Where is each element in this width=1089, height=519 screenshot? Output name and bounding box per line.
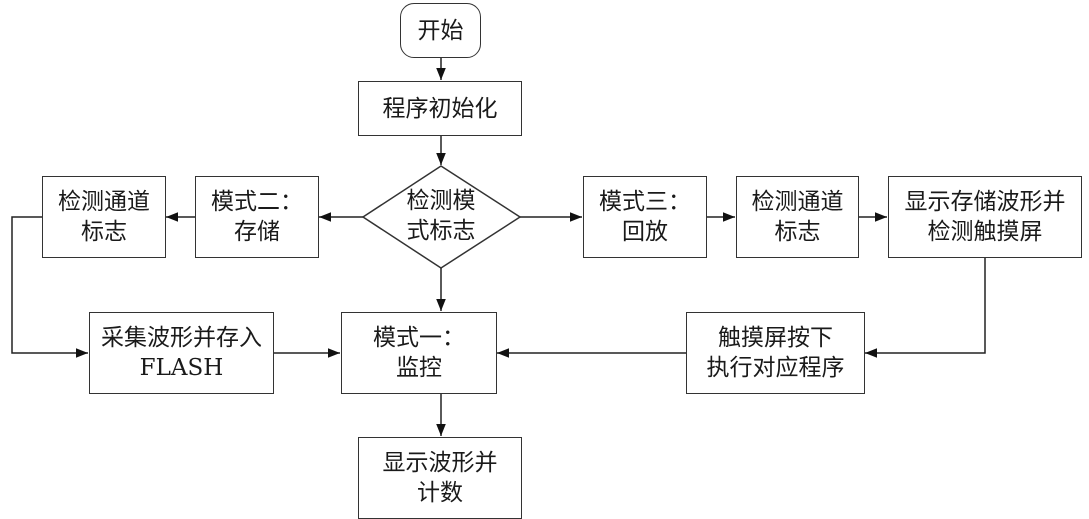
mode1-label-line2: 监控: [396, 355, 442, 381]
collect-label-line1: 采集波形并存入: [101, 325, 262, 351]
mode2-node: 模式二： 存储: [195, 176, 319, 258]
decision-node: 检测模 式标志: [391, 186, 491, 246]
touch-node: 触摸屏按下 执行对应程序: [686, 312, 865, 394]
mode2-label-line1: 模式二：: [211, 189, 303, 215]
show-stored-label-line1: 显示存储波形并: [904, 189, 1066, 215]
arrow-channel-left-to-collect: [11, 216, 88, 358]
start-label: 开始: [417, 17, 464, 44]
channel-left-label-line1: 检测通道: [58, 189, 150, 215]
mode1-node: 模式一： 监控: [341, 312, 497, 394]
display-label-line2: 计数: [417, 480, 463, 506]
mode3-label-line2: 回放: [622, 219, 668, 245]
decision-label-line2: 式标志: [406, 218, 476, 244]
collect-label-line2: FLASH: [139, 355, 224, 381]
mode3-label-line1: 模式三：: [599, 189, 691, 215]
channel-left-node: 检测通道 标志: [42, 176, 166, 258]
collect-node: 采集波形并存入 FLASH: [89, 312, 274, 394]
display-node: 显示波形并 计数: [358, 437, 522, 519]
touch-label-line2: 执行对应程序: [706, 355, 845, 381]
mode3-node: 模式三： 回放: [583, 176, 707, 258]
show-stored-label-line2: 检测触摸屏: [927, 219, 1043, 245]
channel-left-label-line2: 标志: [81, 219, 127, 245]
mode1-label-line1: 模式一：: [373, 325, 465, 351]
decision-label-line1: 检测模: [406, 188, 476, 214]
touch-label-line1: 触摸屏按下: [718, 325, 833, 351]
channel-right-label-line2: 标志: [774, 219, 821, 245]
init-node: 程序初始化: [358, 81, 522, 136]
channel-right-node: 检测通道 标志: [736, 176, 859, 258]
arrow-show-stored-to-touch: [865, 258, 986, 358]
start-node: 开始: [400, 3, 481, 58]
show-stored-node: 显示存储波形并 检测触摸屏: [888, 176, 1082, 258]
channel-right-label-line1: 检测通道: [751, 189, 844, 215]
mode2-label-line2: 存储: [234, 219, 280, 245]
display-label-line1: 显示波形并: [382, 450, 498, 476]
init-label: 程序初始化: [382, 95, 498, 122]
